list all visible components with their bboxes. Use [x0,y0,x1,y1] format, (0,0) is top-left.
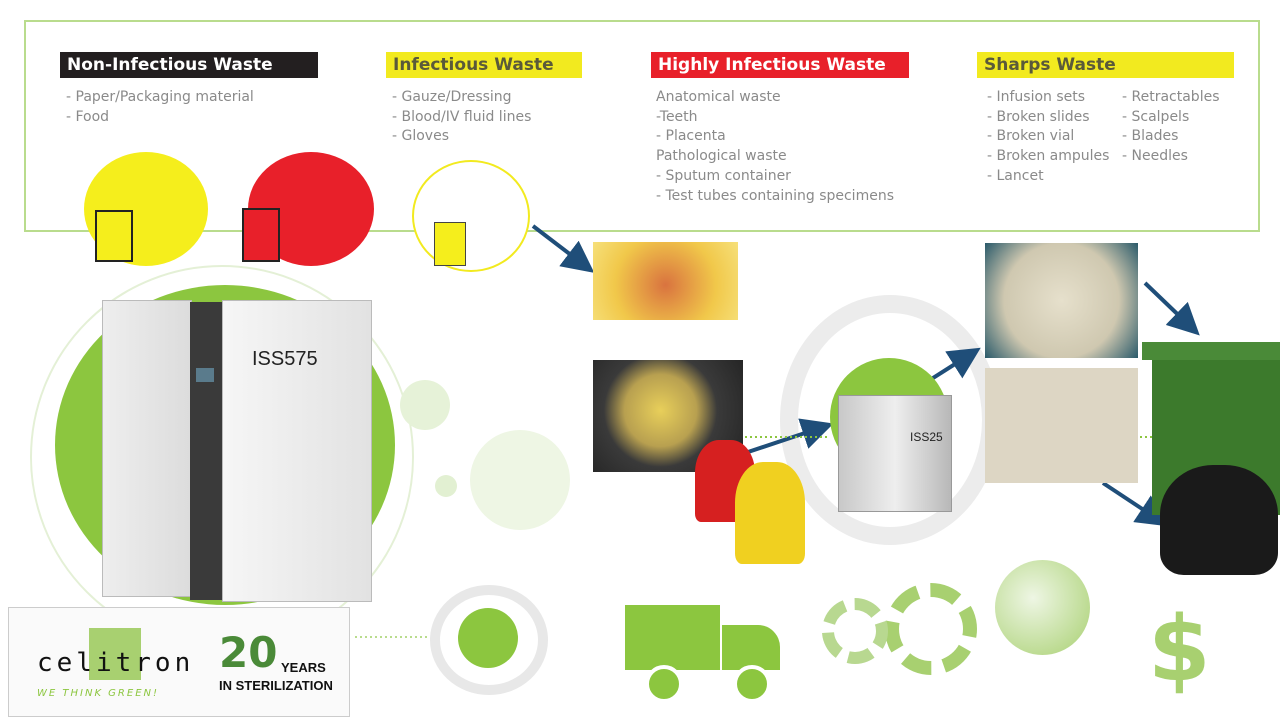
truck-icon [625,605,720,670]
tagline: WE THINK GREEN! [37,688,160,699]
green-circle [458,608,518,668]
iss25-machine [838,395,952,512]
list-item: - Scalpels [1122,108,1190,125]
list-item: - Broken ampules [987,148,1110,165]
bg-circle [400,380,450,430]
shredded-waste-photo [985,368,1138,483]
category-list-infectious: - Gauze/Dressing - Blood/IV fluid lines … [392,88,531,147]
iss575-screen [196,368,214,382]
truck-wheel [645,665,683,703]
gears-icon [822,598,888,664]
waste-categories-panel [24,20,1260,232]
biohazard-container-icon [95,210,133,262]
logo-green-square [89,628,141,680]
list-item: - Placenta [656,128,726,145]
anniversary-number: 20 [219,628,278,677]
biohazard-container-icon [242,208,280,262]
category-list-sharps-col2: - Retractables - Scalpels - Blades - Nee… [1122,88,1220,167]
list-item: - Food [66,108,110,125]
list-item: - Sputum container [656,167,791,184]
arrow [1101,481,1169,527]
truck-cab [722,625,780,670]
list-item: Anatomical waste [656,89,781,105]
arrow [1143,281,1200,336]
iss575-machine [102,300,192,597]
category-list-highly-infectious: Anatomical waste -Teeth - Placenta Patho… [656,88,894,206]
category-header-non-infectious: Non-Infectious Waste [60,52,318,78]
biohazard-container-icon [434,222,466,266]
list-item: - Gauze/Dressing [392,89,512,105]
list-item: Pathological waste [656,148,787,165]
list-item: - Blood/IV fluid lines [392,108,532,125]
infectious-illustration [412,160,530,272]
arrow [531,224,595,273]
category-list-non-infectious: - Paper/Packaging material - Food [66,88,254,127]
list-item: - Needles [1122,148,1188,165]
biohazard-icon [430,585,548,695]
list-item: - Broken vial [987,128,1075,145]
truck-wheel [733,665,771,703]
globe-icon [995,560,1090,655]
shredded-waste-photo [985,243,1138,358]
list-item: - Test tubes containing specimens [656,187,894,204]
iss575-control-column [190,302,222,600]
arrow [747,418,834,454]
category-list-sharps-col1: - Infusion sets - Broken slides - Broken… [987,88,1109,187]
category-header-highly-infectious: Highly Infectious Waste [651,52,909,78]
list-item: - Infusion sets [987,89,1086,105]
list-item: - Lancet [987,167,1044,184]
gears-icon [885,583,977,675]
list-item: -Teeth [656,108,698,125]
bg-circle [470,430,570,530]
bg-circle [435,475,457,497]
yellow-biohazard-bag [735,462,805,564]
anniversary-subtitle: IN STERILIZATION [219,678,333,693]
list-item: - Blades [1122,128,1179,145]
dollar-icon: $ [1148,597,1211,702]
infectious-waste-photo [593,242,738,320]
list-item: - Paper/Packaging material [66,89,254,105]
iss575-label: ISS575 [252,348,318,370]
iss575-front-panel [222,300,372,602]
black-trash-bag [1160,465,1278,575]
anniversary-years: YEARS [281,660,326,675]
bin-lid [1142,342,1280,360]
logo-box: celitron WE THINK GREEN! 20 YEARS IN STE… [8,607,350,717]
category-header-infectious: Infectious Waste [386,52,582,78]
category-header-sharps: Sharps Waste [977,52,1234,78]
list-item: - Retractables [1122,89,1220,105]
iss25-label: ISS25 [910,430,943,444]
list-item: - Broken slides [987,108,1090,125]
celitron-logo: celitron [37,648,195,678]
list-item: - Gloves [392,128,449,145]
